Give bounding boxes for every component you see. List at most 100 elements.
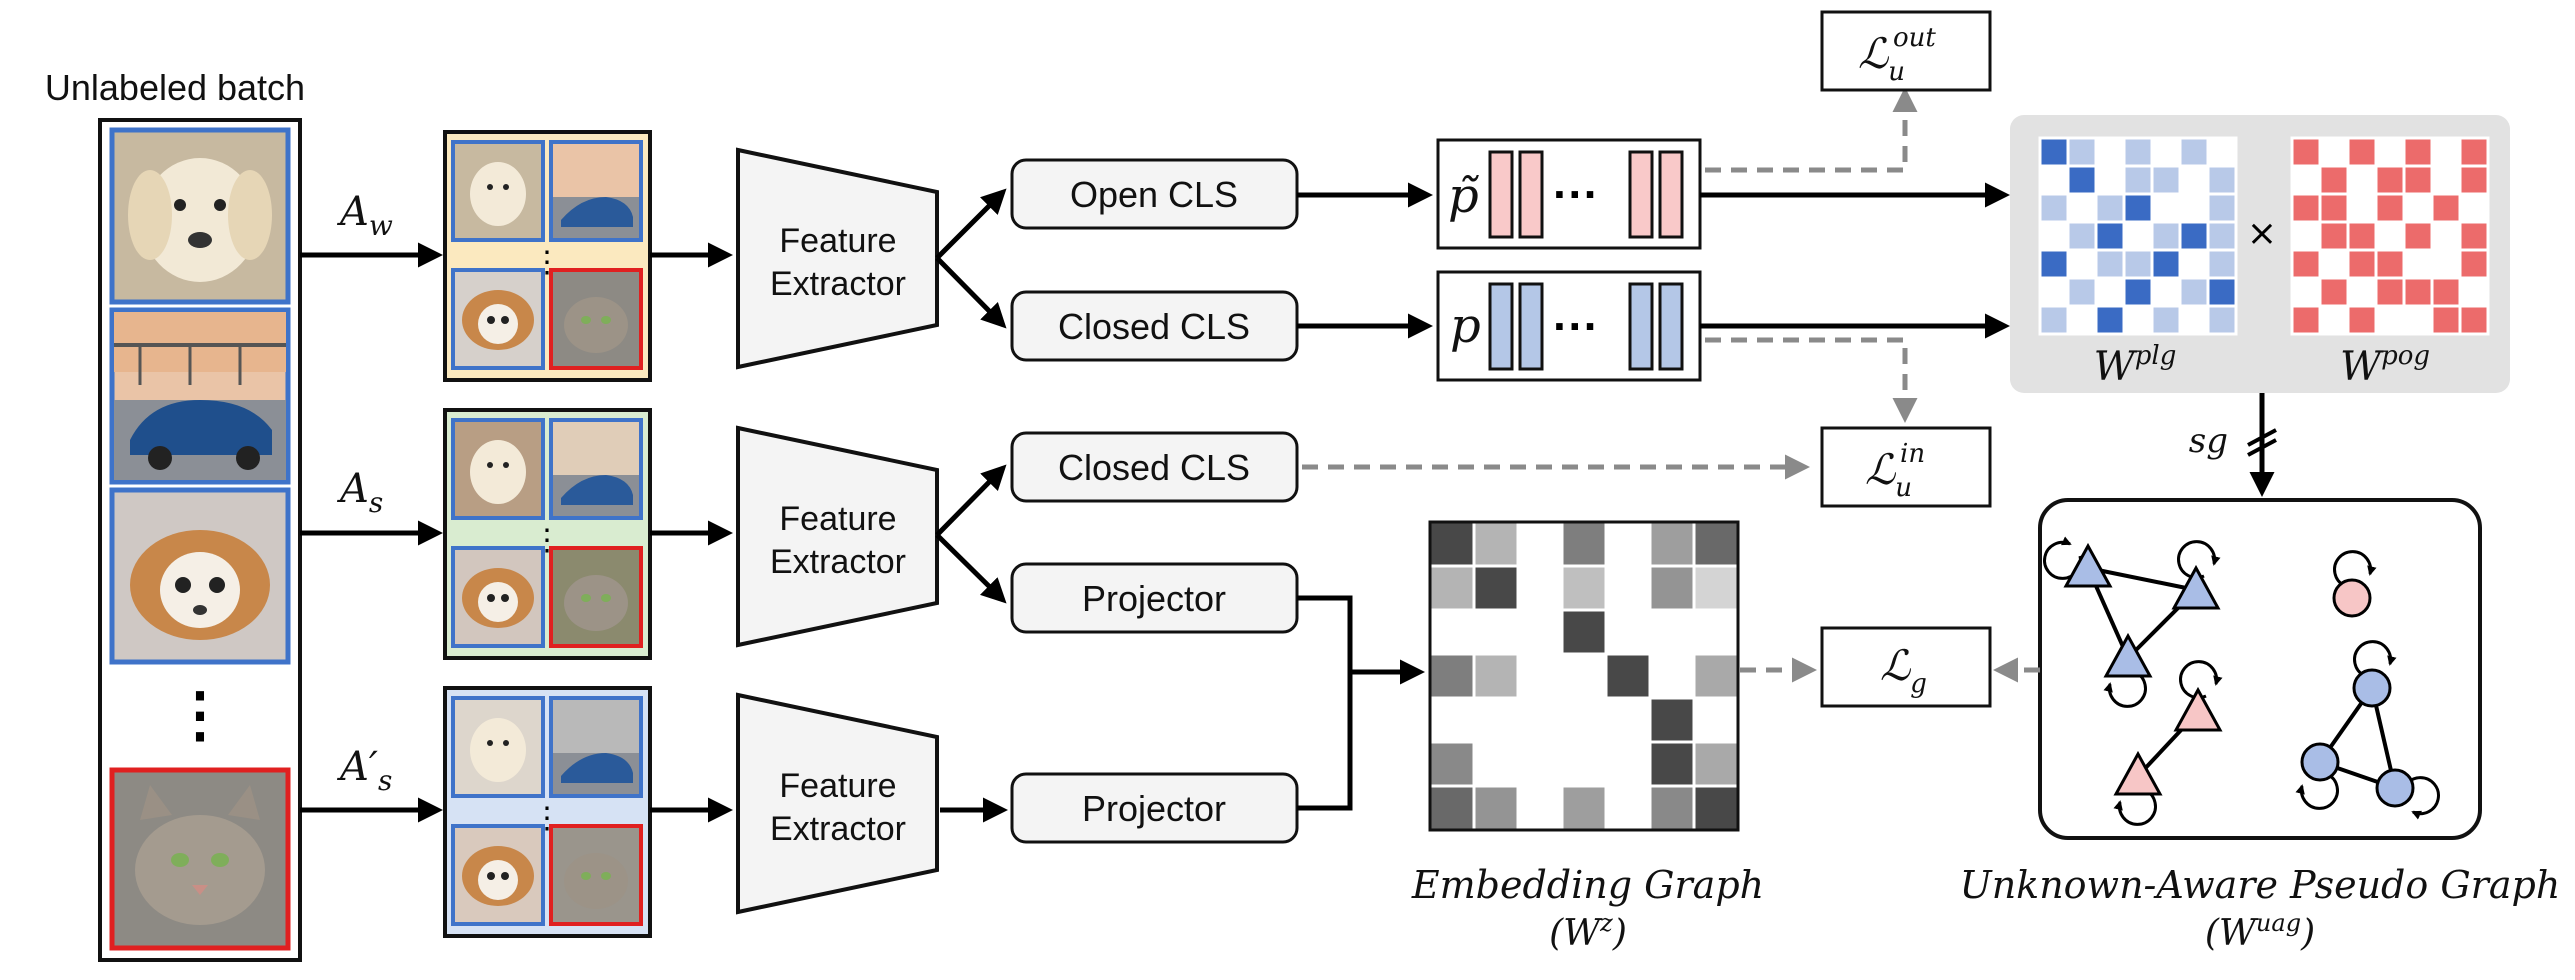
matrix-cell [2206,192,2238,224]
matrix-cell [2178,276,2210,308]
matrix-cell [2206,248,2238,280]
matrix-cell [2206,304,2238,336]
matrix-cell [2066,192,2098,224]
aug-image-car [549,140,643,242]
svg-text:Aw: Aw [336,189,393,242]
matrix-cell [2206,164,2238,196]
matrix-cell [2318,136,2350,168]
aug-image-cat [549,268,643,370]
graph-node-triangle [2103,632,2153,678]
matrix-cell [2094,136,2126,168]
matrix-cell [1604,608,1652,656]
matrix-cell [2374,220,2406,252]
matrix-cell [2038,304,2070,336]
matrix-cell [2402,276,2434,308]
matrix-cell [2066,304,2098,336]
aug-ellipsis: ⋮ [532,802,562,835]
matrix-cell [2374,136,2406,168]
matrix-cell [2150,164,2182,196]
matrix-cell [1516,784,1564,832]
loss-out-box: ℒuout [1820,10,1992,92]
matrix-cell [1472,520,1520,568]
matrix-cell [1428,784,1476,832]
matrix-cell [2038,192,2070,224]
matrix-cell [2374,276,2406,308]
matrix-cell [2458,136,2490,168]
matrix-cell [2318,304,2350,336]
feature-extractor-1: Feature Extractor [736,147,939,370]
dashed-arrow-to-loss-in [1705,337,1918,423]
aug-image-car [549,418,643,520]
matrix-cell [2430,164,2462,196]
matrix-cell [1516,520,1564,568]
matrix-cell [2290,248,2322,280]
matrix-cell [1428,520,1476,568]
matrix-cell [2150,248,2182,280]
matrix-cell [2374,248,2406,280]
svg-text:Extractor: Extractor [770,543,906,581]
graph-node-triangle [2171,564,2221,610]
matrix-cell [2066,136,2098,168]
matrix-cell [2318,220,2350,252]
svg-text:Extractor: Extractor [770,810,906,848]
matrix-cell [2178,164,2210,196]
matrix-plg-label: Wplg [2094,341,2177,390]
matrix-cell [2346,248,2378,280]
closed-prediction: p ··· [1436,270,1702,382]
svg-text:Projector: Projector [1082,578,1226,619]
matrix-cell [1648,564,1696,612]
batch-image-dog [109,127,291,305]
matrix-cell [2290,220,2322,252]
matrix-cell [2318,248,2350,280]
matrix-cell [2150,304,2182,336]
svg-text:···: ··· [1553,300,1599,352]
aug-image-puppy [451,268,545,370]
arrow-to-open-cls [935,188,1007,260]
matrix-cell [1516,740,1564,788]
graph-node-circle [2300,742,2340,782]
svg-text:p̃: p̃ [1448,168,1479,224]
arrow-to-projector-1 [935,533,1007,604]
matrix-cell [2430,192,2462,224]
matrix-cell [1516,564,1564,612]
matrix-cell [2122,276,2154,308]
augmented-batch-weak: ⋮ [443,130,652,382]
matrix-cell [2346,164,2378,196]
matrix-cell [2094,192,2126,224]
matrix-cell [2430,248,2462,280]
matrix-cell [1472,740,1520,788]
aug-strong-arrow: As [300,466,443,546]
matrix-cell [2346,192,2378,224]
matrix-cell [1428,564,1476,612]
matrix-cell [2430,304,2462,336]
aug-image-car [549,696,643,798]
matrix-cell [1692,740,1740,788]
matrix-cell [2458,192,2490,224]
svg-text:ℒg: ℒg [1880,641,1927,699]
matrix-cell [2038,276,2070,308]
matrix-cell [2094,220,2126,252]
arrow-to-closed-cls [935,256,1007,329]
matrix-cell [2318,276,2350,308]
matrix-cell [2122,248,2154,280]
aug-image-cat [549,824,643,926]
matrix-cell [2290,304,2322,336]
matrix-cell [2430,136,2462,168]
matrix-cell [2318,192,2350,224]
arrow-to-closed-cls-2 [935,464,1007,537]
loss-in-box: ℒuin [1820,426,1992,508]
matrix-cell [2402,136,2434,168]
pseudo-graph-nodes [2043,536,2440,826]
matrix-cell [1516,696,1564,744]
matrix-cell [2290,276,2322,308]
matrix-cell [1472,784,1520,832]
matrix-cell [1604,784,1652,832]
matrix-cell [2178,220,2210,252]
matrix-cell [1692,564,1740,612]
matrix-cell [1604,564,1652,612]
matrix-pog [2290,136,2490,336]
open-prediction: p̃ ··· [1436,138,1702,250]
matrix-cell [1560,520,1608,568]
matrix-cell [1604,696,1652,744]
